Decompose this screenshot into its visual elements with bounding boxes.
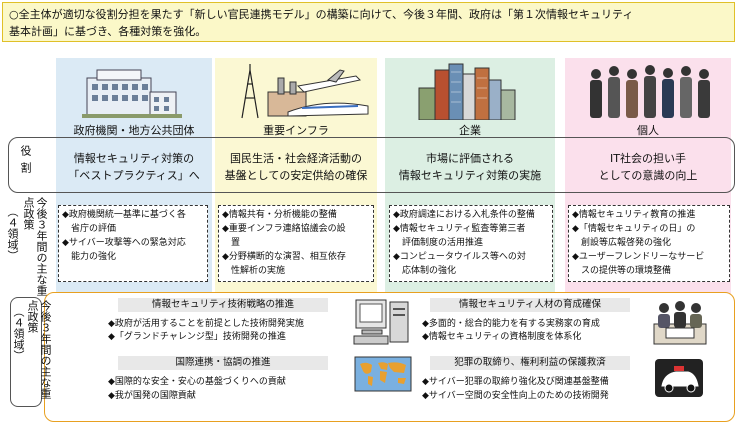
role-government-line2: 「ベストプラクティス」へ (68, 169, 200, 182)
government-building-icon (82, 69, 182, 118)
header-infrastructure: 重要インフラ (263, 124, 329, 137)
computer-icon (353, 299, 409, 345)
role-government-line1: 情報セキュリティ対策の (73, 152, 195, 165)
measure-item: 性解析の実施 (222, 266, 286, 276)
measures-individual: ◆情報セキュリティ教育の推進 ◆「情報セキュリティの日」の 創設等広報啓発の強化… (568, 205, 730, 282)
policy-item: ◆国際的な安全・安心の基盤づくりへの貢献 (108, 377, 286, 387)
measure-item: ◆情報セキュリティ監査等第三者 (393, 224, 526, 234)
policy-item: ◆「グランドチャレンジ型」技術開発の推進 (108, 332, 286, 342)
measure-item: ◆情報共有・分析機能の整備 (222, 210, 337, 220)
measure-item: ◆情報セキュリティ教育の推進 (572, 210, 696, 220)
measure-item: ◆政府機関統一基準に基づく各 (62, 210, 186, 220)
role-enterprise: 市場に評価される 情報セキュリティ対策の実施 (385, 150, 555, 184)
upper-side-sub: （４領域） (6, 206, 19, 261)
measure-item: 置 (222, 238, 241, 248)
policy-title-international: 国際連携・協調の推進 (118, 356, 328, 370)
policy-title-talent: 情報セキュリティ人材の育成確保 (430, 298, 630, 312)
measure-item: ◆「情報セキュリティの日」の (572, 224, 696, 234)
policy-title-crime: 犯罪の取締り、権利利益の保護救済 (430, 356, 630, 370)
measures-enterprise: ◆政府調達における入札条件の整備 ◆情報セキュリティ監査等第三者 評価制度の活用… (389, 205, 553, 282)
role-infrastructure: 国民生活・社会経済活動の 基盤としての安定供給の確保 (215, 150, 377, 184)
people-icon (590, 65, 710, 118)
measure-item: 評価制度の活用推進 (393, 238, 484, 248)
infrastructure-icon (241, 64, 369, 119)
role-individual-line2: としての意識の向上 (598, 169, 698, 182)
measure-item: ◆分野横断的な演習、相互依存 (222, 252, 346, 262)
role-individual-line1: IT社会の担い手 (610, 152, 686, 165)
measure-item: ◆コンピュータウイルス等への対 (393, 252, 526, 262)
policy-item: ◆サイバー空間の安全性向上のための技術開発 (422, 391, 609, 401)
measure-item: 応体制の強化 (393, 266, 457, 276)
role-individual: IT社会の担い手 としての意識の向上 (565, 150, 731, 184)
skyscrapers-icon (418, 63, 516, 120)
measure-item: ◆ユーザーフレンドリーなサービ (572, 252, 705, 262)
role-label: 役割 (14, 145, 36, 184)
header-individual: 個人 (637, 124, 659, 137)
role-row (8, 137, 735, 193)
policy-item: ◆我が国発の国際貢献 (108, 391, 196, 401)
lower-side-label: 今後３年間の主な重点政策 (26, 300, 52, 399)
measure-item: ◆サイバー攻撃等への緊急対応 (62, 238, 186, 248)
measure-item: ◆政府調達における入札条件の整備 (393, 210, 535, 220)
measures-infrastructure: ◆情報共有・分析機能の整備 ◆重要インフラ連絡協議会の設 置 ◆分野横断的な演習… (218, 205, 374, 282)
role-government: 情報セキュリティ対策の 「ベストプラクティス」へ (56, 150, 212, 184)
policy-item: ◆多面的・総合的能力を有する実務家の育成 (422, 319, 600, 329)
measure-item: 創設等広報啓発の強化 (572, 238, 672, 248)
intro-banner: ○全主体が適切な役割分担を果たす「新しい官民連携モデル」の構築に向けて、今後３年… (2, 2, 735, 42)
header-enterprise: 企業 (459, 124, 481, 137)
policy-item: ◆サイバー犯罪の取締り強化及び関連基盤整備 (422, 377, 609, 387)
measure-item: 省庁の評価 (62, 224, 117, 234)
upper-side-label: 今後３年間の主な重点政策 (22, 197, 48, 296)
police-car-icon (655, 359, 703, 397)
measure-item: 能力の強化 (62, 252, 117, 262)
measure-item: スの提供等の環境整備 (572, 266, 672, 276)
policy-title-tech: 情報セキュリティ技術戦略の推進 (118, 298, 328, 312)
header-government: 政府機関・地方公共団体 (73, 124, 195, 137)
policy-item: ◆政府が活用することを前提とした技術開発実施 (108, 319, 304, 329)
policy-item: ◆情報セキュリティの資格制度を体系化 (422, 332, 582, 342)
lower-side-sub: （４領域） (12, 306, 25, 361)
role-infrastructure-line1: 国民生活・社会経済活動の (230, 152, 362, 165)
role-enterprise-line2: 情報セキュリティ対策の実施 (398, 169, 542, 182)
world-map-icon (354, 356, 412, 392)
banner-line1: ○全主体が適切な役割分担を果たす「新しい官民連携モデル」の構築に向けて、今後３年… (9, 8, 634, 21)
lower-side-label-box (10, 297, 42, 407)
role-label-text: 役割 (19, 145, 32, 179)
measure-item: ◆重要インフラ連絡協議会の設 (222, 224, 346, 234)
role-infrastructure-line2: 基盤としての安定供給の確保 (224, 169, 368, 182)
banner-line2: 基本計画」に基づき、各種対策を強化。 (9, 25, 207, 38)
measures-government: ◆政府機関統一基準に基づく各 省庁の評価 ◆サイバー攻撃等への緊急対応 能力の強… (58, 205, 208, 282)
role-enterprise-line1: 市場に評価される (426, 152, 514, 165)
workers-icon (653, 301, 707, 345)
